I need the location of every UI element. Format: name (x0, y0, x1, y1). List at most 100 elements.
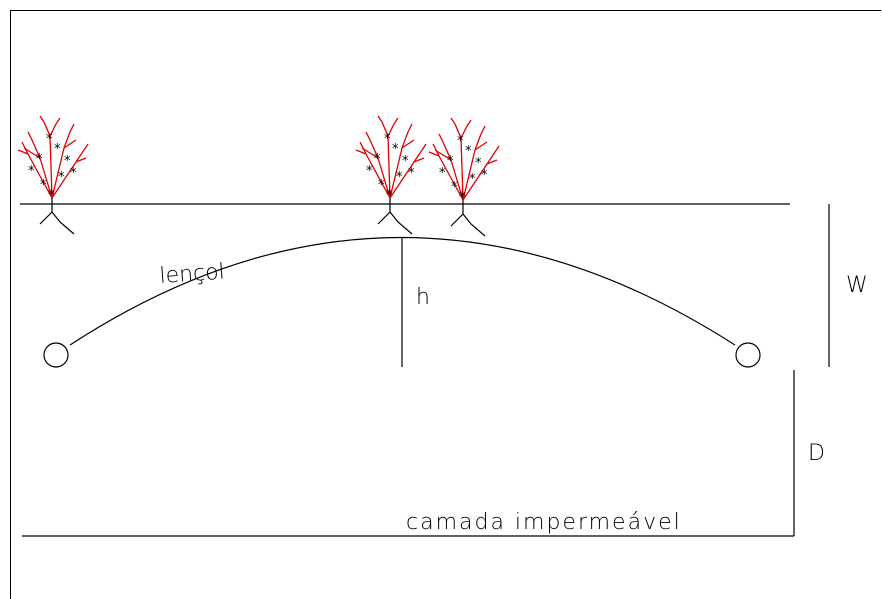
leaf-star: * (58, 170, 65, 185)
plant-branch (17, 149, 29, 155)
plant-branch (389, 147, 403, 199)
leaf-star: * (70, 166, 77, 181)
plant-branch (365, 153, 391, 199)
plant-branch (27, 131, 33, 141)
plant-branch (474, 141, 488, 151)
leaf-star: * (475, 156, 482, 171)
plant-branch (450, 159, 464, 201)
drain-left (43, 342, 69, 368)
plant-branch (438, 155, 464, 201)
plant-branch (387, 135, 391, 199)
plant-branch (49, 135, 53, 199)
leaf-star: * (48, 188, 55, 203)
h-label: h (416, 285, 430, 310)
plant-branch (75, 157, 87, 163)
leaf-star: * (447, 154, 454, 169)
plant-branch (460, 137, 464, 201)
plant-branch (462, 149, 476, 201)
plant-branch (389, 161, 415, 199)
leaf-star: * (481, 168, 488, 183)
plant-branch (466, 119, 472, 127)
plant-branch (480, 125, 486, 135)
leaf-star: * (28, 164, 35, 179)
plant-branch (462, 163, 488, 201)
plants-group: *************************** (17, 115, 500, 237)
plant-branch (39, 157, 53, 199)
plant-branch (474, 133, 482, 151)
plant-branch (49, 123, 57, 137)
leaf-star: * (36, 152, 43, 167)
plant-branch (51, 161, 77, 199)
plant-branch (407, 123, 413, 133)
plant-branch (434, 149, 452, 161)
leaf-star: * (378, 178, 385, 193)
plant-branch (421, 143, 427, 151)
plant-branch (361, 147, 379, 159)
plant-branch (401, 131, 409, 149)
plant-branch (43, 121, 51, 137)
plant-branch (450, 117, 456, 125)
leaf-star: * (439, 166, 446, 181)
plant-branch (438, 133, 444, 143)
w-label: W (846, 273, 868, 298)
plant-branch (83, 143, 89, 151)
plant-branch (460, 125, 468, 139)
water-table-curve (69, 236, 736, 346)
plant-branch (39, 115, 45, 123)
plant-branch (75, 149, 85, 163)
plant-center: ********* (355, 115, 427, 235)
leaf-star: * (402, 154, 409, 169)
plant-branch (432, 143, 440, 157)
leaf-star: * (451, 180, 458, 195)
plant-branch (454, 123, 462, 139)
leaf-star: * (457, 134, 464, 149)
plant-branch (494, 145, 500, 153)
plant-branch (69, 123, 75, 133)
leaf-star: * (46, 132, 53, 147)
plant-branch (413, 157, 425, 163)
plant-branch (442, 141, 452, 161)
plant-branch (393, 117, 399, 125)
leaf-star: * (392, 142, 399, 157)
plant-branch (359, 141, 367, 155)
plant-branch (31, 139, 41, 159)
impermeable-layer-label: camada impermeável (406, 510, 682, 535)
drawing-frame (10, 10, 881, 599)
plant-branch (23, 147, 41, 159)
plant-left: ********* (17, 115, 89, 235)
plant-root (389, 211, 413, 235)
plant-branch (21, 141, 29, 155)
plant-branch (377, 157, 391, 199)
water-table-label: lençol (159, 259, 226, 288)
leaf-star: * (384, 132, 391, 147)
plant-branch (365, 131, 371, 141)
plant-branch (387, 123, 395, 137)
plant-branch (27, 153, 53, 199)
leaf-star: * (396, 170, 403, 185)
drain-right (735, 342, 761, 368)
plant-branch (51, 147, 65, 199)
plant-right: ********* (428, 117, 500, 237)
leaf-star: * (386, 188, 393, 203)
plant-root (462, 213, 486, 237)
leaf-star: * (54, 142, 61, 157)
leaf-star: * (64, 154, 71, 169)
plant-root (51, 211, 75, 235)
plant-branch (63, 131, 71, 149)
plant-branch (413, 149, 423, 163)
leaf-star: * (465, 144, 472, 159)
plant-branch (486, 151, 496, 165)
plant-branch (355, 149, 367, 155)
plant-branch (381, 121, 389, 137)
plant-branch (55, 117, 61, 125)
plant-branch (428, 151, 440, 157)
plant-branch (377, 115, 383, 123)
plant-branch (486, 159, 498, 165)
leaf-star: * (374, 152, 381, 167)
plant-branch (63, 139, 77, 149)
leaf-star: * (408, 166, 415, 181)
leaf-star: * (459, 190, 466, 205)
leaf-star: * (40, 178, 47, 193)
plant-branch (369, 139, 379, 159)
